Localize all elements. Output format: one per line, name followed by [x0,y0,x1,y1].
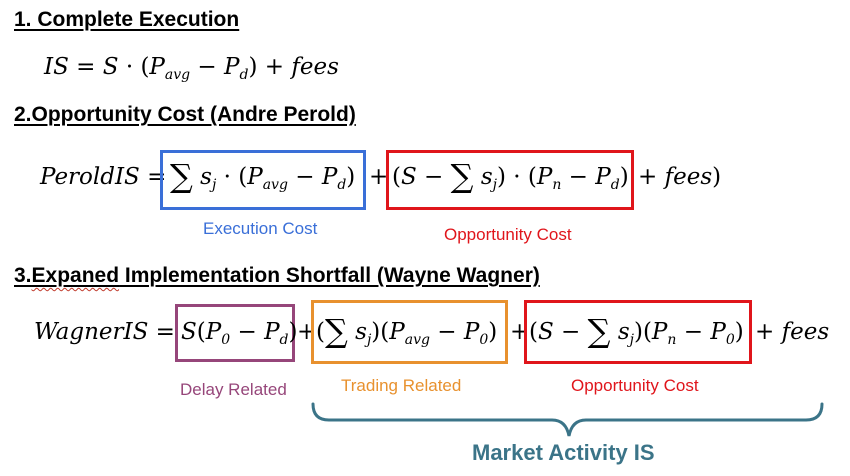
formula-complete-execution: IS = S · (Pavg − Pd) + fees [44,54,339,83]
trading-related-box [311,300,508,364]
opportunity-cost-label-wagner: Opportunity Cost [571,376,699,395]
opportunity-cost-term-wagner: (S − ∑ sj)(Pn − P0) [529,312,744,350]
delay-related-label: Delay Related [180,380,287,399]
formula-wagner-tail: + fees [755,319,830,345]
opportunity-cost-label-perold: Opportunity Cost [444,225,572,244]
opportunity-cost-term-perold: (S − ∑ sj) · (Pn − Pd) [392,157,629,195]
plus-sign: + [369,164,389,190]
opportunity-cost-box-wagner [524,300,752,364]
sum-symbol: ∑ [170,157,193,195]
formula-wagner-lhs: WagnerIS = [34,319,175,345]
execution-cost-box [160,150,366,210]
section3-heading: 3.Expaned Implementation Shortfall (Wayn… [14,264,540,287]
delay-related-term: S(P0 − Pd) [181,319,298,348]
misspelled-word: Expaned [31,264,120,287]
trading-related-term: (∑ sj)(Pavg − P0) [316,312,498,350]
execution-cost-term: ∑ sj · (Pavg − Pd) [170,157,356,195]
formula-perold-tail: + fees) [638,164,722,190]
trading-related-label: Trading Related [341,376,462,395]
opportunity-cost-box-perold [386,150,634,210]
delay-related-box [175,304,295,362]
section2-heading: 2.Opportunity Cost (Andre Perold) [14,103,356,126]
market-activity-label: Market Activity IS [472,440,655,465]
section1-heading: 1. Complete Execution [14,8,240,31]
execution-cost-label: Execution Cost [203,219,318,238]
